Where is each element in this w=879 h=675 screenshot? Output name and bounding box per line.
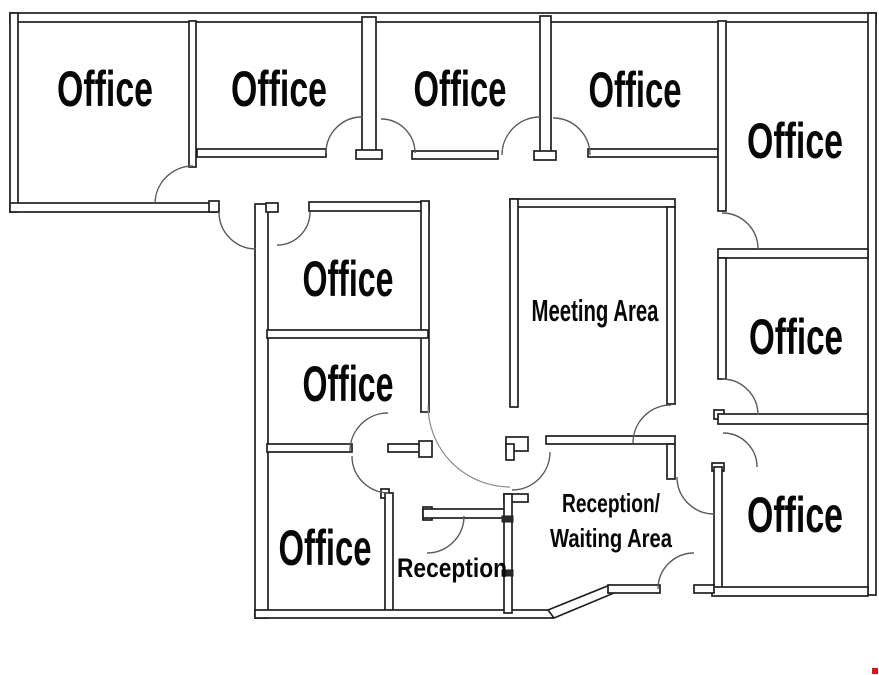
wall xyxy=(509,198,519,408)
wall xyxy=(666,443,676,480)
room-labels: Office Office Office Office Office Offic… xyxy=(57,61,843,583)
room-label-office-n3: Office xyxy=(414,61,507,117)
room-label-office-mid-upper: Office xyxy=(303,251,394,307)
wall xyxy=(266,443,353,453)
wall-diagonal xyxy=(546,583,616,620)
wall xyxy=(503,493,513,614)
door-arc xyxy=(351,455,390,494)
door-arc xyxy=(721,378,759,416)
wall xyxy=(867,12,877,596)
door-arc xyxy=(657,552,695,590)
door-arcs xyxy=(154,116,759,590)
wall xyxy=(9,202,218,213)
wall xyxy=(533,150,557,161)
wall xyxy=(539,15,552,158)
door-arc xyxy=(632,404,672,444)
door-arc xyxy=(276,211,311,246)
room-label-waiting-line2: Waiting Area xyxy=(550,523,672,553)
door-arc xyxy=(154,165,194,205)
window-jamb xyxy=(501,569,514,577)
wall xyxy=(420,200,430,413)
door-arc-wide xyxy=(427,404,511,488)
wall xyxy=(711,586,869,597)
wall xyxy=(361,16,377,158)
wall xyxy=(208,200,220,213)
wall xyxy=(666,206,676,405)
door-arc xyxy=(501,116,541,156)
wall xyxy=(355,149,383,160)
door-arc xyxy=(552,117,591,156)
wall xyxy=(196,148,327,158)
room-label-office-e-mid: Office xyxy=(749,309,843,365)
wall xyxy=(693,584,715,594)
wall xyxy=(717,248,869,259)
window-jamb xyxy=(501,515,514,523)
wall xyxy=(384,492,394,614)
wall xyxy=(411,150,499,160)
wall xyxy=(9,12,19,213)
room-label-office-n2: Office xyxy=(231,61,327,117)
room-label-meeting-area: Meeting Area xyxy=(532,293,659,328)
wall xyxy=(713,466,723,590)
room-label-waiting-line1: Reception/ xyxy=(562,488,660,518)
door-arc xyxy=(722,432,758,468)
room-label-office-se: Office xyxy=(747,487,843,543)
walls xyxy=(9,12,877,620)
door-arc xyxy=(676,476,715,515)
wall xyxy=(587,148,719,158)
wall xyxy=(422,508,511,519)
room-label-office-nw: Office xyxy=(57,61,153,117)
wall xyxy=(9,12,877,23)
wall xyxy=(717,20,727,212)
wall xyxy=(188,20,197,168)
red-corner-marker xyxy=(872,668,878,674)
wall xyxy=(266,329,429,339)
wall xyxy=(607,584,661,594)
wall xyxy=(265,202,279,213)
room-label-office-sw: Office xyxy=(279,520,372,576)
wall xyxy=(509,198,676,208)
door-arc xyxy=(218,211,257,250)
room-label-reception: Reception xyxy=(397,553,507,583)
room-label-office-n4: Office xyxy=(589,62,682,118)
door-arc xyxy=(380,118,416,154)
wall xyxy=(418,440,433,458)
wall xyxy=(308,201,430,212)
door-arc xyxy=(721,212,759,250)
wall xyxy=(254,203,269,619)
door-arc xyxy=(511,451,551,491)
wall xyxy=(717,413,869,425)
wall xyxy=(505,443,515,461)
door-arc xyxy=(426,515,465,554)
room-label-office-mid-lower: Office xyxy=(303,356,394,412)
wall xyxy=(545,435,676,445)
door-arc xyxy=(325,116,363,154)
wall xyxy=(717,257,727,380)
room-label-office-ne: Office xyxy=(747,113,843,169)
door-arc xyxy=(349,412,389,452)
